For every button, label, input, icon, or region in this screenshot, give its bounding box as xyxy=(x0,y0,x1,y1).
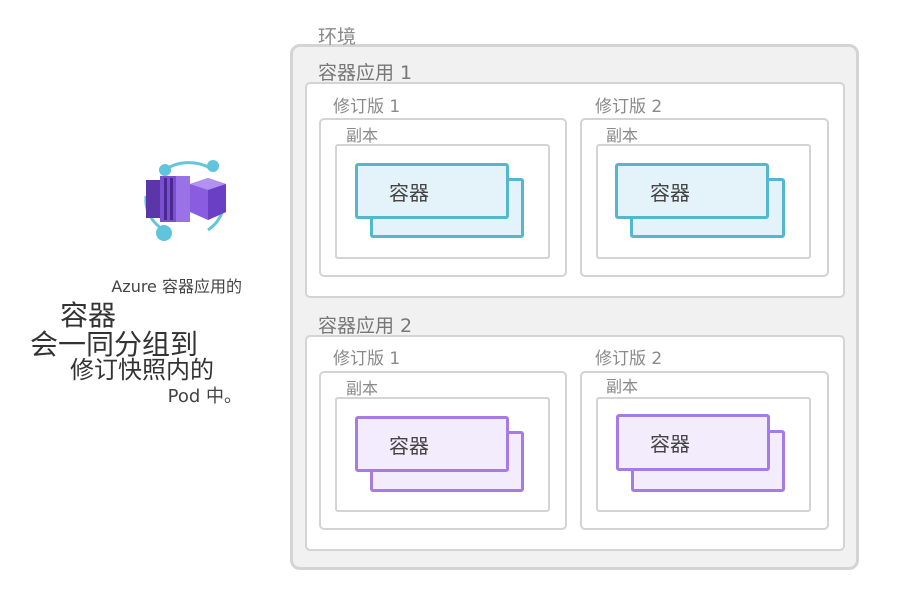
description-line-2: 容器 xyxy=(60,299,117,332)
app2-rev1-container-label: 容器 xyxy=(389,433,429,458)
app1-revision-2-label: 修订版 2 xyxy=(595,97,663,117)
app1-rev2-container: 容器 xyxy=(615,163,769,219)
container-app-1-label: 容器应用 1 xyxy=(318,62,413,84)
description-line-1: Azure 容器应用的 xyxy=(111,277,242,296)
azure-container-apps-icon xyxy=(144,160,226,241)
app1-rev1-container-label: 容器 xyxy=(389,180,429,205)
app1-rev2-replica-label: 副本 xyxy=(606,126,639,145)
app2-rev2-replica-label: 副本 xyxy=(606,377,639,396)
app2-rev1-replica-label: 副本 xyxy=(346,379,379,398)
app1-rev1-container: 容器 xyxy=(355,163,509,219)
app2-rev2-container: 容器 xyxy=(616,414,770,471)
environment-label: 环境 xyxy=(318,26,357,48)
app1-rev2-container-label: 容器 xyxy=(650,180,690,205)
app1-revision-1-label: 修订版 1 xyxy=(333,97,401,117)
description-line-3: 会一同分组到 xyxy=(30,328,199,361)
app1-rev1-replica-label: 副本 xyxy=(346,126,379,145)
container-app-2-label: 容器应用 2 xyxy=(318,315,413,337)
app2-revision-2-label: 修订版 2 xyxy=(595,349,663,369)
app2-rev1-container: 容器 xyxy=(355,416,509,472)
description-line-4: 修订快照内的 xyxy=(70,356,214,384)
app2-revision-1-label: 修订版 1 xyxy=(333,349,401,369)
app2-rev2-container-label: 容器 xyxy=(650,432,690,456)
description-line-5: Pod 中。 xyxy=(167,386,242,407)
